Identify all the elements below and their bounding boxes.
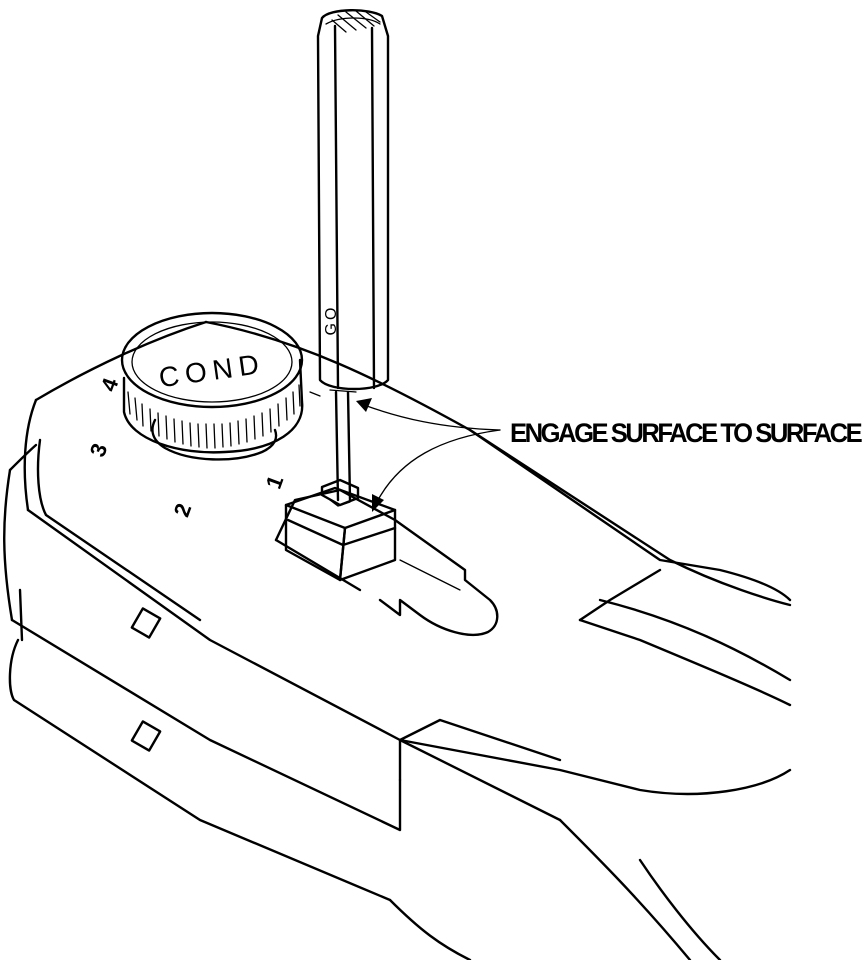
callout-text: ENGAGE SURFACE TO SURFACE	[510, 417, 862, 448]
go-gauge: GO	[309, 9, 390, 502]
knob-label: COND	[157, 348, 267, 394]
dial-mark-4: 4	[96, 374, 124, 395]
cond-selector-knob: COND	[120, 311, 304, 461]
upper-handle	[398, 428, 792, 762]
dial-mark-3: 3	[85, 440, 113, 460]
dial-mark-1: 1	[261, 472, 289, 492]
gauge-label: GO	[323, 305, 340, 336]
dial-mark-2: 2	[169, 500, 197, 520]
gauge-slot	[274, 488, 499, 637]
die-block	[284, 478, 397, 582]
callout-leader	[356, 398, 501, 512]
